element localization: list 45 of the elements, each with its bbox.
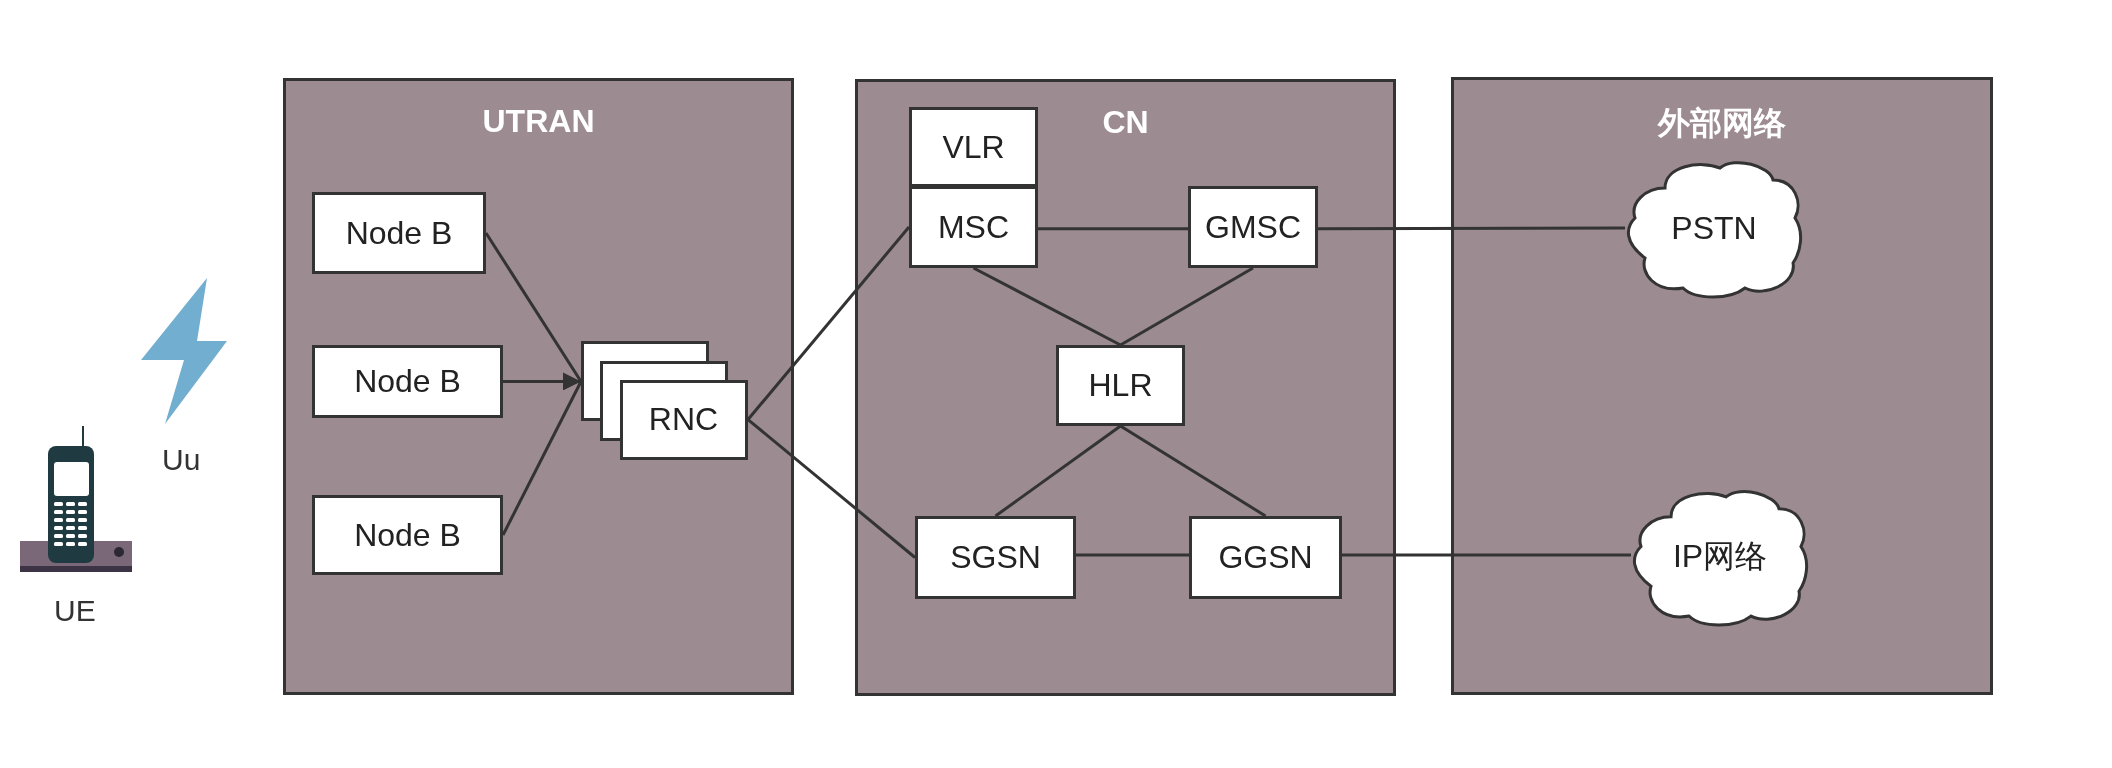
network-cloud — [1631, 487, 1809, 626]
connector-line — [1119, 266, 1254, 347]
connector-line — [501, 380, 583, 536]
connector-line — [747, 418, 916, 559]
arrow — [503, 372, 581, 391]
connector-line — [1318, 226, 1625, 231]
node-label: RNC — [648, 401, 719, 438]
network-element-box — [909, 107, 1038, 187]
panel-title: CN — [1102, 104, 1149, 140]
connector-line — [746, 226, 911, 421]
network-element-box — [1056, 345, 1185, 426]
connector-line — [972, 266, 1122, 347]
connector-line — [1038, 227, 1188, 231]
network-element-box — [312, 192, 486, 274]
network-element-box — [312, 345, 503, 418]
connector-line — [1342, 553, 1631, 557]
network-panel — [1451, 77, 1993, 695]
node-label: Node B — [354, 363, 461, 400]
text-label: Uu — [162, 443, 201, 477]
network-panel — [283, 78, 794, 695]
node-label: Node B — [345, 214, 453, 252]
node-label: Node B — [354, 516, 461, 554]
network-panel — [855, 79, 1396, 696]
network-element-box — [915, 516, 1076, 599]
connector-line — [1076, 553, 1189, 557]
connector-line — [1119, 424, 1267, 518]
node-label: IP网络 — [1672, 536, 1768, 576]
node-label: PSTN — [1671, 209, 1757, 247]
network-element-box — [312, 495, 503, 575]
node-label: SGSN — [950, 539, 1041, 576]
node-label: GMSC — [1205, 208, 1301, 246]
node-label: VLR — [942, 128, 1005, 166]
node-label: GGSN — [1218, 539, 1313, 576]
network-element-box — [1188, 186, 1318, 268]
connector-line — [484, 232, 583, 383]
node-label: MSC — [937, 208, 1010, 246]
panel-title: UTRAN — [482, 103, 595, 139]
panel-title: 外部网络 — [1658, 105, 1786, 141]
network-element-box — [1189, 516, 1342, 599]
connector-line — [994, 424, 1122, 518]
node-label: HLR — [1088, 367, 1153, 404]
network-cloud — [1625, 158, 1803, 298]
stacked-box — [581, 341, 748, 460]
text-label: UE — [54, 594, 96, 628]
network-element-box — [909, 186, 1038, 268]
